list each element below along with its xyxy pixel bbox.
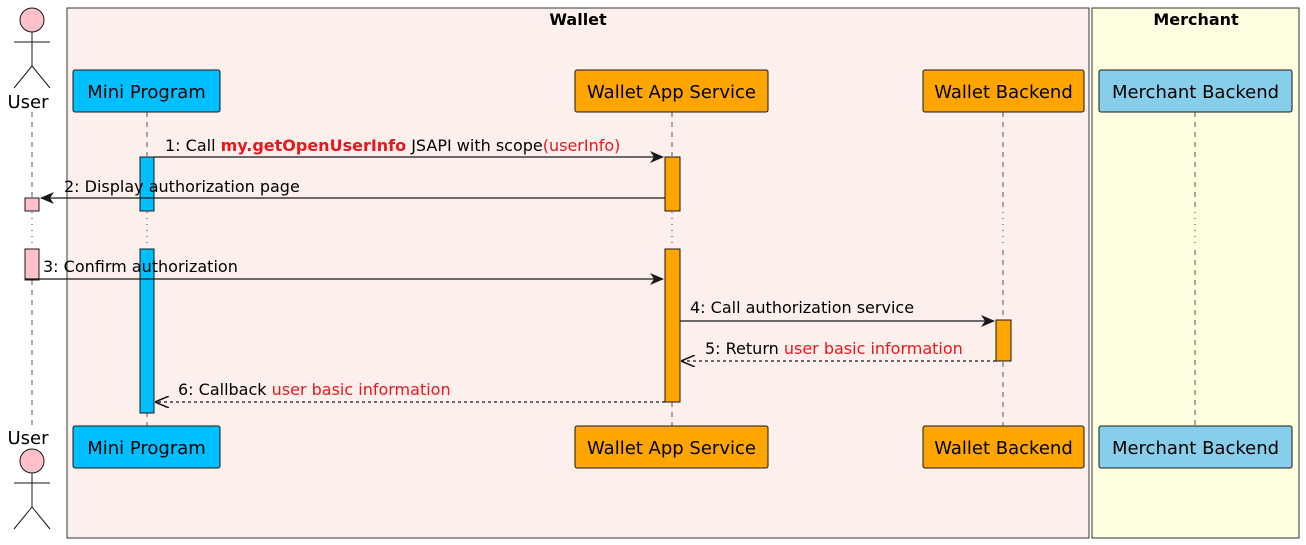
participant-wallet-backend-bottom: Wallet Backend — [922, 425, 1085, 469]
user-actor-icon-bottom — [19, 448, 45, 474]
user-actor-top: User — [7, 7, 51, 113]
message-5: 5: Return user basic information — [682, 339, 996, 361]
message-2-label: 2: Display authorization page — [64, 177, 300, 196]
merchant-backend-label: Merchant Backend — [1112, 82, 1279, 103]
participant-wallet-backend-top: Wallet Backend — [922, 69, 1085, 113]
wallet-backend-label-bottom: Wallet Backend — [934, 438, 1073, 459]
activation-bars — [24, 156, 1012, 414]
participant-merchant-backend-bottom: Merchant Backend — [1098, 425, 1293, 469]
message-4-label: 4: Call authorization service — [690, 298, 914, 317]
message-2: 2: Display authorization page — [40, 177, 665, 204]
user-label: User — [7, 92, 49, 113]
message-6: 6: Callback user basic information — [156, 380, 665, 402]
wallet-app-service-label-bottom: Wallet App Service — [587, 438, 756, 459]
wallet-app-service-label: Wallet App Service — [587, 82, 756, 103]
user-actor-icon — [19, 7, 45, 33]
message-1: 1: Call my.getOpenUserInfo JSAPI with sc… — [154, 136, 664, 163]
wallet-app-service-activation-1 — [664, 156, 681, 212]
wallet-backend-label: Wallet Backend — [934, 82, 1073, 103]
merchant-group-title: Merchant — [1153, 10, 1239, 29]
wallet-group-title: Wallet — [549, 10, 607, 29]
message-3-label: 3: Confirm authorization — [43, 257, 238, 276]
wallet-app-service-activation-2 — [664, 248, 681, 403]
mini-program-activation-2 — [139, 248, 155, 414]
lifelines — [31, 112, 1196, 428]
participant-merchant-backend-top: Merchant Backend — [1098, 69, 1293, 113]
mini-program-label-bottom: Mini Program — [87, 438, 206, 459]
user-actor-bottom: User — [7, 428, 51, 530]
message-6-label: 6: Callback user basic information — [178, 380, 451, 399]
mini-program-label: Mini Program — [87, 82, 206, 103]
merchant-backend-label-bottom: Merchant Backend — [1112, 438, 1279, 459]
participant-wallet-app-service-top: Wallet App Service — [574, 69, 769, 113]
user-label-bottom: User — [7, 428, 49, 449]
message-1-label: 1: Call my.getOpenUserInfo JSAPI with sc… — [165, 136, 620, 155]
message-3: 3: Confirm authorization — [25, 257, 664, 285]
participant-mini-program-top: Mini Program — [72, 69, 221, 113]
user-activation-1 — [24, 197, 40, 212]
wallet-backend-activation — [995, 319, 1012, 362]
participant-mini-program-bottom: Mini Program — [72, 425, 221, 469]
message-4: 4: Call authorization service — [680, 298, 995, 327]
user-activation-2 — [24, 248, 40, 281]
message-5-label: 5: Return user basic information — [705, 339, 963, 358]
participant-wallet-app-service-bottom: Wallet App Service — [574, 425, 769, 469]
lifeline-gaps — [31, 212, 1196, 248]
